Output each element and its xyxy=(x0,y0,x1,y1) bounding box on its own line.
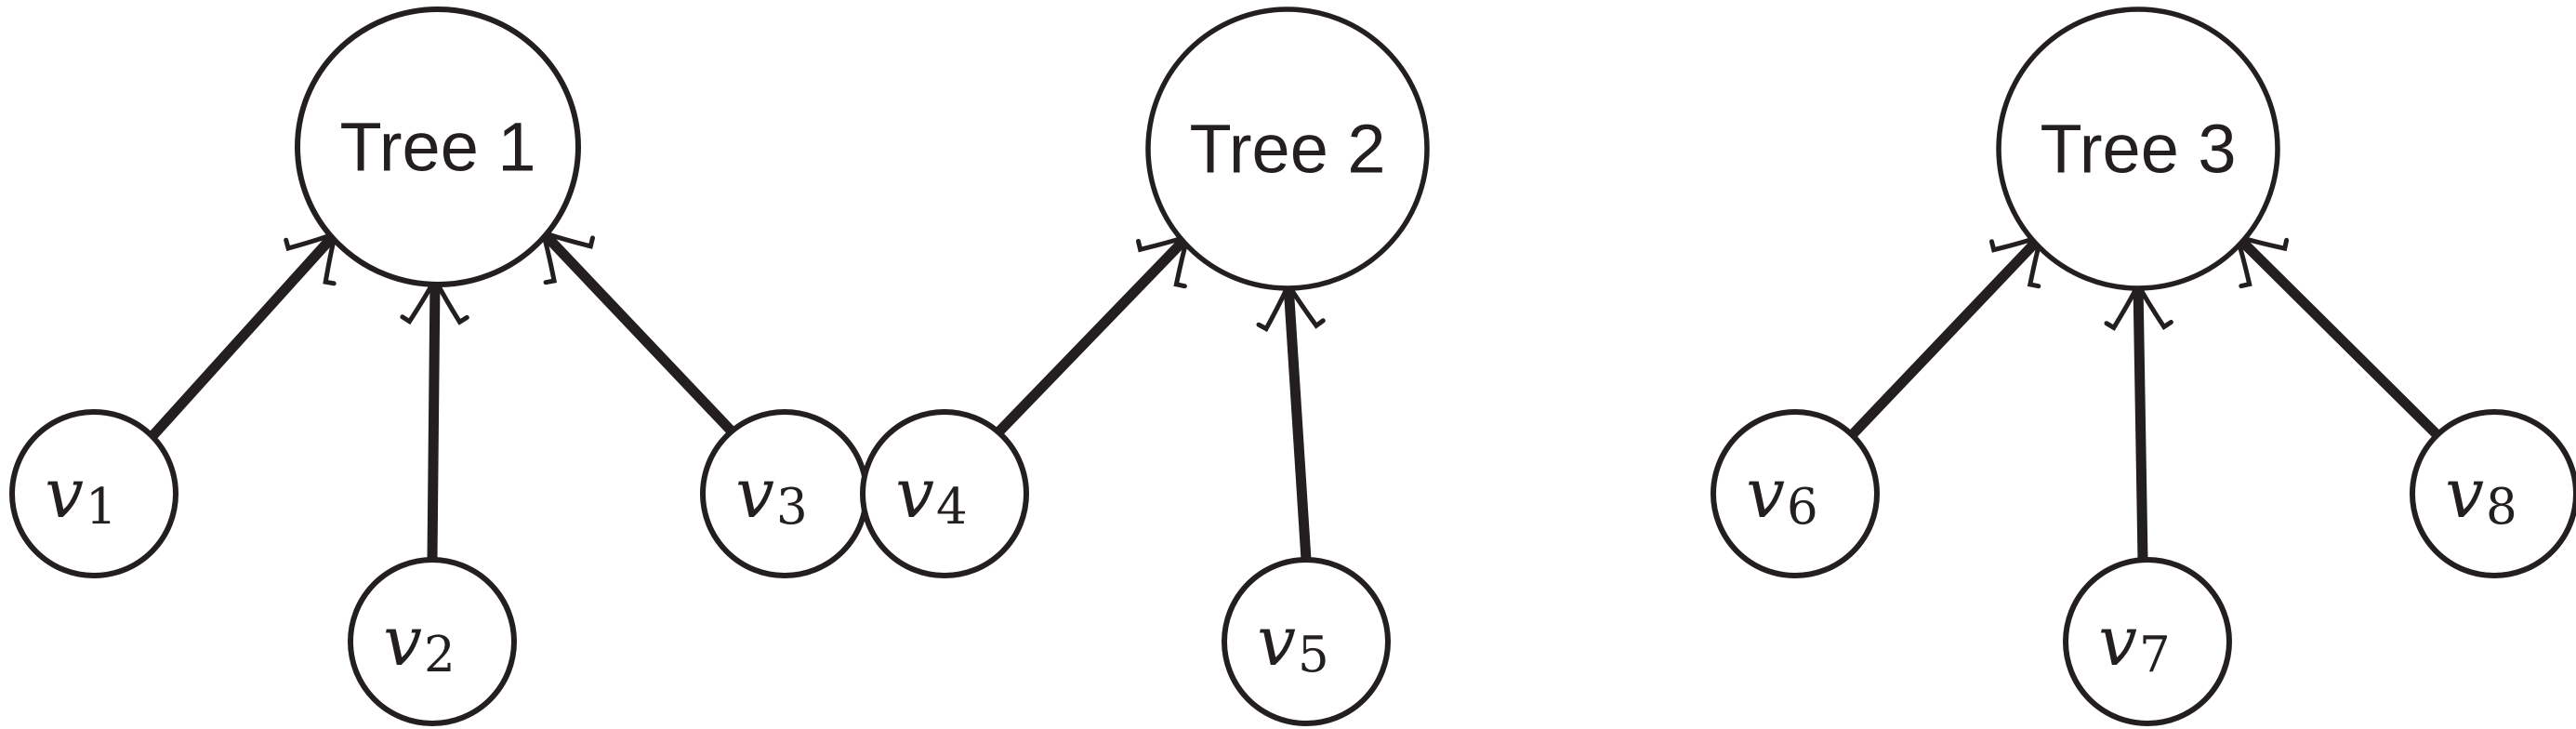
node-layer: Tree 1 Tree 2 Tree 3 v1 v2 v3 xyxy=(9,7,2576,726)
edge-line xyxy=(1849,232,2045,438)
node-circle xyxy=(348,557,517,726)
node-label: Tree 3 xyxy=(2040,111,2236,188)
edge-line xyxy=(2233,232,2440,438)
node-label: v3 xyxy=(735,454,808,536)
node-v1[interactable]: v1 xyxy=(9,409,178,578)
edge-line xyxy=(427,278,441,561)
node-label: v6 xyxy=(1746,454,1818,536)
node-circle xyxy=(1145,7,1430,291)
node-v5[interactable]: v5 xyxy=(1222,557,1391,726)
node-label: v8 xyxy=(2445,454,2517,536)
node-label: v1 xyxy=(45,454,117,536)
node-v4[interactable]: v4 xyxy=(860,409,1029,578)
node-circle xyxy=(9,409,178,578)
edge-v3-tree1[interactable] xyxy=(539,229,737,437)
node-circle xyxy=(1222,557,1391,726)
edge-line xyxy=(539,229,737,437)
node-label: v4 xyxy=(895,454,968,536)
node-tree1[interactable]: Tree 1 xyxy=(295,7,581,287)
node-circle xyxy=(295,7,581,287)
node-label: Tree 1 xyxy=(339,109,535,186)
edge-v1-tree1[interactable] xyxy=(148,230,340,440)
node-circle xyxy=(2063,557,2232,726)
edge-v8-tree3[interactable] xyxy=(2233,232,2440,438)
node-circle xyxy=(2410,409,2576,578)
node-circle xyxy=(860,409,1029,578)
node-tree3[interactable]: Tree 3 xyxy=(1996,7,2280,291)
node-label: Tree 2 xyxy=(1189,111,1385,188)
edge-v5-tree2[interactable] xyxy=(1256,282,1326,561)
node-circle xyxy=(1711,409,1880,578)
node-label: v5 xyxy=(1257,602,1329,683)
edge-line xyxy=(993,232,1192,438)
node-v2[interactable]: v2 xyxy=(348,557,517,726)
node-circle xyxy=(1996,7,2280,291)
edge-line xyxy=(148,230,340,440)
edge-line xyxy=(2133,284,2148,561)
edge-v6-tree3[interactable] xyxy=(1849,232,2045,438)
node-v8[interactable]: v8 xyxy=(2410,409,2576,578)
node-label: v7 xyxy=(2098,602,2171,683)
arrowhead-wing xyxy=(1256,282,1291,332)
node-v6[interactable]: v6 xyxy=(1711,409,1880,578)
edge-line xyxy=(1283,284,1312,561)
node-tree2[interactable]: Tree 2 xyxy=(1145,7,1430,291)
edge-v2-tree1[interactable] xyxy=(400,276,469,561)
edge-v4-tree2[interactable] xyxy=(993,232,1192,438)
node-v7[interactable]: v7 xyxy=(2063,557,2232,726)
edge-v7-tree3[interactable] xyxy=(2104,282,2173,561)
node-label: v2 xyxy=(383,602,456,683)
node-v3[interactable]: v3 xyxy=(700,409,869,578)
